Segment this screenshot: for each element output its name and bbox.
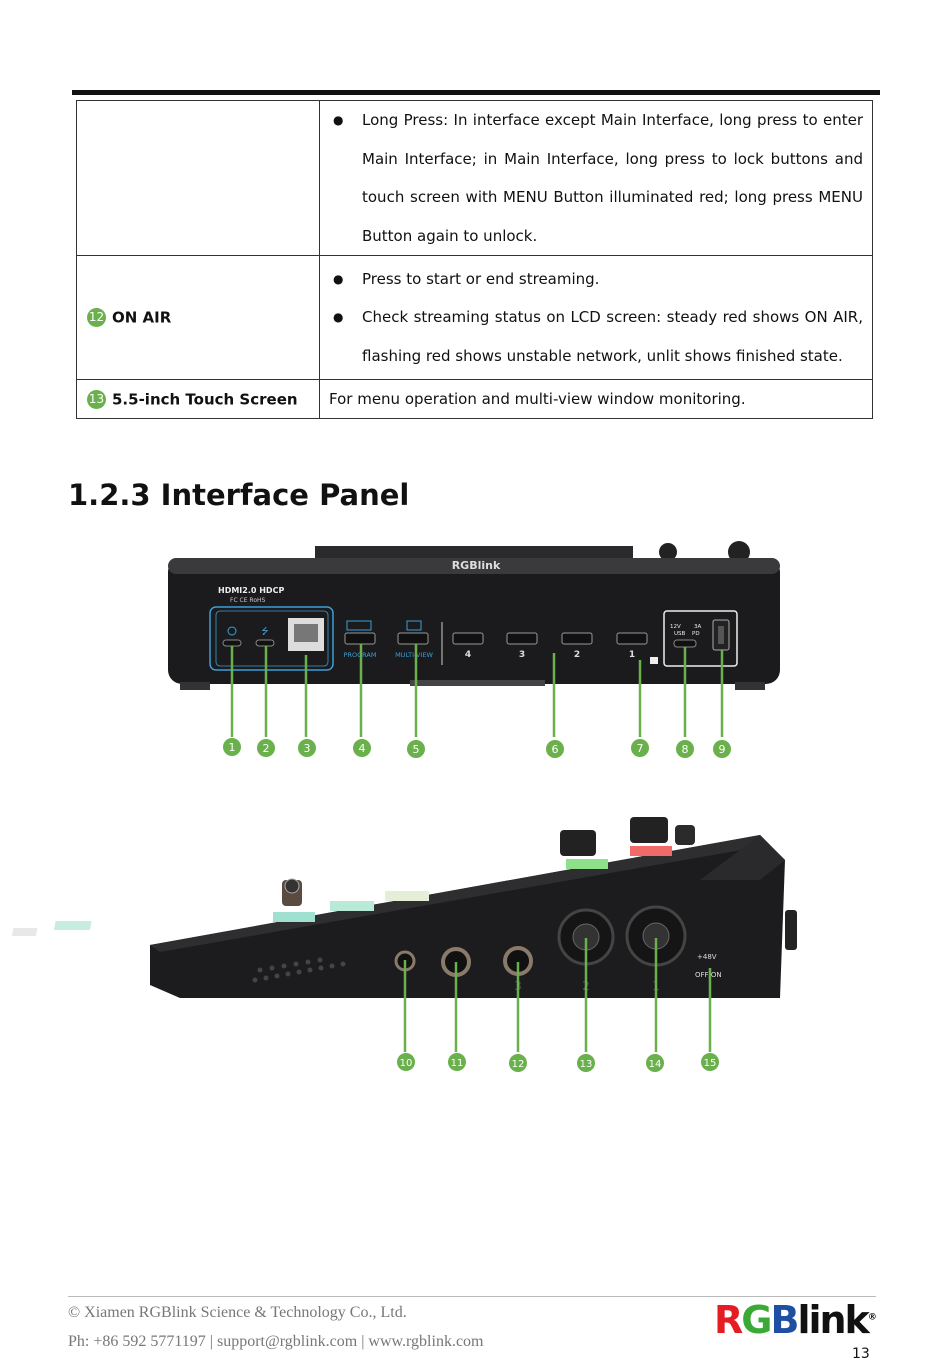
side-callouts: 10 11 12 13 14 15 — [397, 1053, 719, 1072]
feature-cell: 13 5.5-inch Touch Screen — [76, 379, 320, 419]
side-callout-lines — [403, 938, 712, 1052]
cert-label: FC CE RoHS — [230, 597, 266, 604]
rear-callout-lines — [230, 644, 724, 737]
table-row: 13 5.5-inch Touch Screen For menu operati… — [76, 379, 873, 419]
callout-badge: 9 — [719, 743, 726, 756]
callout-badge: 12 — [512, 1059, 525, 1070]
brand-logo: RGBlink® — [714, 1298, 877, 1342]
hdmi-label: HDMI2.0 HDCP — [218, 586, 284, 595]
callout-badge: 11 — [451, 1058, 464, 1069]
svg-text:⭍: ⭍ — [261, 626, 269, 636]
callout-badge: 1 — [229, 741, 236, 754]
section-title: 1.2.3 Interface Panel — [68, 478, 410, 512]
callout-badge: 7 — [637, 742, 644, 755]
port-label: MULTI-VIEW — [395, 651, 433, 659]
port-label: 1 — [629, 650, 635, 660]
callout-badge: 5 — [413, 743, 420, 756]
bullet-item: ● Check streaming status on LCD screen: … — [333, 308, 863, 365]
port-label: 2 — [574, 650, 580, 660]
rear-callouts: 1 2 3 4 5 6 7 8 9 — [223, 738, 731, 758]
callout-badge: 13 — [580, 1059, 593, 1070]
svg-text:3A: 3A — [694, 624, 701, 630]
callout-badge: 8 — [682, 743, 689, 756]
header-rule — [72, 90, 880, 95]
callout-badge: 13 — [87, 389, 106, 409]
description-cell: For menu operation and multi-view window… — [319, 379, 873, 419]
bullet-item: ● Press to start or end streaming. — [333, 269, 600, 288]
feature-name: ON AIR — [112, 308, 172, 327]
callout-badge: 6 — [552, 743, 559, 756]
lock-icon — [650, 657, 658, 664]
side-panel-image: +48V OFF/ON 2 1 3 — [11, 817, 797, 998]
feature-cell — [76, 100, 320, 256]
callout-badge: 2 — [263, 742, 270, 755]
device-brand-label: RGBlink — [452, 559, 501, 572]
callout-badge: 15 — [704, 1058, 717, 1069]
description-cell: ● Long Press: In interface except Main I… — [319, 100, 873, 256]
feature-cell: 12 ON AIR — [76, 255, 320, 380]
callout-badge: 10 — [400, 1058, 413, 1069]
svg-text:PD: PD — [692, 631, 700, 637]
callout-badge: 14 — [649, 1059, 662, 1070]
feature-table: ● Long Press: In interface except Main I… — [76, 100, 873, 419]
footer-contact: Ph: +86 592 5771197 | support@rgblink.co… — [68, 1333, 484, 1350]
description-cell: ● Press to start or end streaming. ● Che… — [319, 255, 873, 380]
callout-badge: 3 — [304, 742, 311, 755]
feature-name: 5.5-inch Touch Screen — [112, 390, 298, 408]
svg-text:12V: 12V — [670, 624, 681, 630]
callout-badge: 4 — [359, 742, 366, 755]
table-row: 12 ON AIR ● Press to start or end streami… — [76, 255, 873, 380]
table-row: ● Long Press: In interface except Main I… — [76, 100, 873, 256]
rear-panel-image: RGBlink HDMI2.0 HDCP FC CE RoHS ⭍ PROGRA… — [168, 541, 780, 690]
callout-badge: 12 — [87, 308, 106, 327]
page-number: 13 — [852, 1346, 870, 1362]
svg-text:USB: USB — [674, 631, 686, 637]
description-text: For menu operation and multi-view window… — [329, 390, 746, 408]
footer-copyright: © Xiamen RGBlink Science & Technology Co… — [68, 1304, 407, 1321]
port-label: 4 — [465, 650, 471, 660]
port-label: 3 — [519, 650, 525, 660]
phantom-label: +48V — [697, 953, 717, 961]
switch-label: OFF/ON — [695, 971, 722, 979]
footer-rule — [68, 1296, 876, 1297]
bullet-item: ● Long Press: In interface except Main I… — [333, 111, 863, 245]
